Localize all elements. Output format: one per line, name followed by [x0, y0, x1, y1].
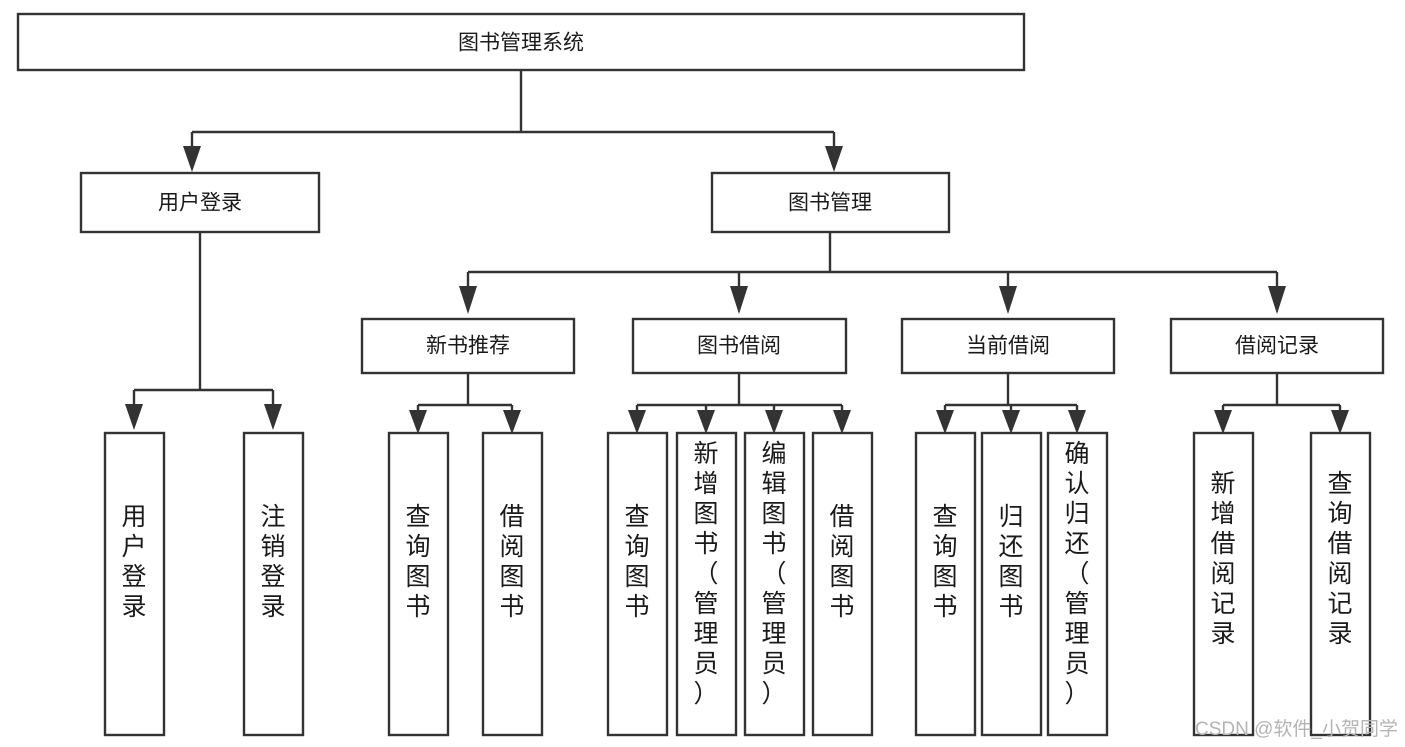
node-book-management-box[interactable] [710, 171, 951, 234]
leaf-query-book-1-label: 查询图书 [405, 503, 430, 621]
leaf-borrow-book-2-box[interactable] [811, 431, 874, 737]
arrow-head-user-login [183, 146, 201, 172]
leaf-query-book-3[interactable]: 查询图书 [914, 431, 977, 737]
leaf-add-record[interactable]: 新增借阅记录 [1192, 431, 1255, 737]
arrow-head-leaf-user-login [125, 404, 143, 430]
leaf-confirm-return[interactable]: 确认归还（管理员） [1046, 431, 1109, 737]
arrow-head-leaf-edit-book [765, 410, 783, 434]
leaf-query-record[interactable]: 查询借阅记录 [1309, 431, 1372, 737]
leaf-borrow-book-2[interactable]: 借阅图书 [811, 431, 874, 737]
leaf-query-book-2-label: 查询图书 [624, 503, 649, 621]
node-book-borrow[interactable]: 图书借阅 [631, 317, 848, 375]
arrow-head-current-borrow [999, 286, 1017, 314]
node-borrow-record[interactable]: 借阅记录 [1169, 317, 1385, 375]
leaf-return-book-label: 归还图书 [998, 503, 1023, 621]
leaf-query-book-1[interactable]: 查询图书 [387, 431, 450, 737]
leaf-borrow-book-2-label: 借阅图书 [829, 503, 854, 621]
leaf-add-book-label: 新增图书（管理员） [693, 440, 718, 708]
node-root-box[interactable] [16, 12, 1026, 72]
node-book-borrow-box[interactable] [631, 317, 848, 375]
arrow-head-leaf-borrow-book-1 [503, 410, 521, 434]
arrow-head-leaf-confirm-return [1068, 410, 1086, 434]
node-book-management[interactable]: 图书管理 [710, 171, 951, 234]
arrow-head-leaf-query-book-1 [409, 410, 427, 434]
leaf-add-book[interactable]: 新增图书（管理员） [675, 431, 738, 737]
connector-layer [125, 70, 1349, 434]
leaf-user-logout-box[interactable] [242, 431, 305, 737]
node-current-borrow-box[interactable] [900, 317, 1116, 375]
node-user-login-box[interactable] [79, 171, 321, 234]
node-book-borrow-label: 图书借阅 [697, 335, 781, 358]
node-new-book-recommend-label: 新书推荐 [426, 335, 510, 358]
leaf-return-book[interactable]: 归还图书 [980, 431, 1043, 737]
arrow-head-new-book-recommend [459, 286, 477, 314]
arrow-head-leaf-add-book [697, 410, 715, 434]
node-new-book-recommend-box[interactable] [360, 317, 576, 375]
leaf-borrow-book-1[interactable]: 借阅图书 [481, 431, 544, 737]
node-user-login[interactable]: 用户登录 [79, 171, 321, 234]
leaf-query-book-2-box[interactable] [606, 431, 669, 737]
node-user-login-label: 用户登录 [158, 192, 242, 215]
node-current-borrow-label: 当前借阅 [966, 335, 1050, 358]
leaf-user-login[interactable]: 用户登录 [103, 431, 166, 737]
leaf-query-record-label: 查询借阅记录 [1327, 470, 1352, 648]
leaf-edit-book-box[interactable] [743, 431, 806, 737]
node-borrow-record-box[interactable] [1169, 317, 1385, 375]
arrow-head-borrow-record [1268, 286, 1286, 314]
leaf-query-book-3-label: 查询图书 [932, 503, 957, 621]
leaf-query-book-2[interactable]: 查询图书 [606, 431, 669, 737]
leaf-confirm-return-box[interactable] [1046, 431, 1109, 737]
watermark-text: CSDN @软件_小贺同学 [1195, 718, 1398, 740]
leaf-confirm-return-label: 确认归还（管理员） [1064, 440, 1089, 708]
leaf-query-record-box[interactable] [1309, 431, 1372, 737]
node-new-book-recommend[interactable]: 新书推荐 [360, 317, 576, 375]
leaf-add-book-box[interactable] [675, 431, 738, 737]
node-book-management-label: 图书管理 [788, 192, 872, 215]
arrow-head-leaf-user-logout [264, 404, 282, 430]
arrow-head-leaf-query-book-2 [628, 410, 646, 434]
arrow-head-leaf-return-book [1002, 410, 1020, 434]
node-root-label: 图书管理系统 [458, 32, 584, 55]
leaf-add-record-label: 新增借阅记录 [1210, 470, 1235, 648]
node-current-borrow[interactable]: 当前借阅 [900, 317, 1116, 375]
leaf-user-login-label: 用户登录 [121, 503, 146, 621]
leaf-return-book-box[interactable] [980, 431, 1043, 737]
arrow-head-leaf-query-record [1331, 410, 1349, 434]
leaf-query-book-1-box[interactable] [387, 431, 450, 737]
leaf-query-book-3-box[interactable] [914, 431, 977, 737]
arrow-head-leaf-borrow-book-2 [833, 410, 851, 434]
leaf-user-login-box[interactable] [103, 431, 166, 737]
node-root[interactable]: 图书管理系统 [16, 12, 1026, 72]
arrow-head-leaf-query-book-3 [936, 410, 954, 434]
arrow-head-book-borrow [730, 286, 748, 314]
leaf-edit-book-label: 编辑图书（管理员） [761, 440, 786, 708]
leaf-user-logout-label: 注销登录 [260, 503, 285, 621]
leaf-borrow-book-1-box[interactable] [481, 431, 544, 737]
node-borrow-record-label: 借阅记录 [1235, 335, 1319, 358]
leaf-user-logout[interactable]: 注销登录 [242, 431, 305, 737]
leaf-edit-book[interactable]: 编辑图书（管理员） [743, 431, 806, 737]
leaf-borrow-book-1-label: 借阅图书 [499, 503, 524, 621]
arrow-head-book-management [825, 146, 843, 172]
arrow-head-leaf-add-record [1214, 410, 1232, 434]
leaf-add-record-box[interactable] [1192, 431, 1255, 737]
